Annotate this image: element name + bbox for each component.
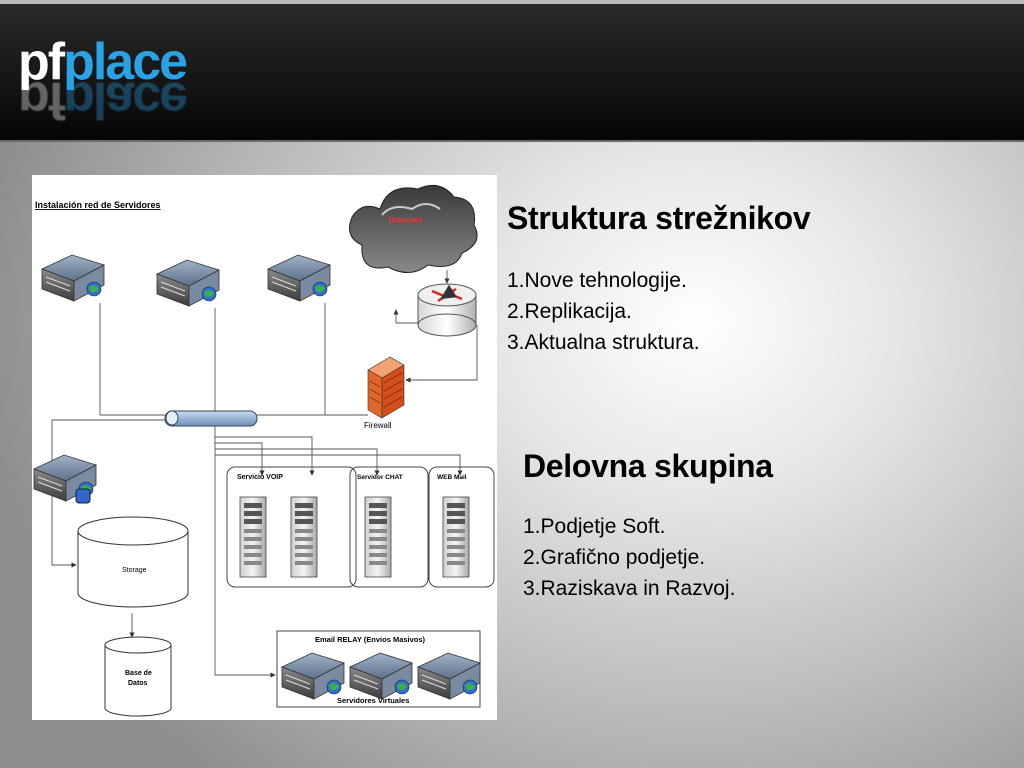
list-item: 1.Podjetje Soft. bbox=[523, 515, 666, 538]
firewall-icon: Firewall bbox=[364, 356, 405, 430]
list-item: 2.Replikacija. bbox=[507, 300, 632, 323]
network-hub-icon bbox=[164, 410, 258, 427]
diagram-title: Instalación red de Servidores bbox=[35, 200, 161, 210]
section-list: 1.Podjetje Soft. 2.Grafično podjetje. 3.… bbox=[523, 511, 773, 604]
section-list: 1.Nove tehnologije. 2.Replikacija. 3.Akt… bbox=[507, 265, 810, 358]
list-item: 3.Raziskava in Razvoj. bbox=[523, 577, 736, 600]
webmail-label: WEB Mail bbox=[437, 474, 467, 481]
router-icon bbox=[417, 284, 477, 337]
header-bar: pfplace pfplace bbox=[0, 0, 1024, 142]
list-item: 3.Aktualna struktura. bbox=[507, 331, 700, 354]
virtual-servers-label: Servidores Virtuales bbox=[337, 696, 409, 705]
voip-label: Servicio VOIP bbox=[237, 474, 283, 481]
section-title: Delovna skupina bbox=[523, 448, 773, 484]
storage-label: Storage bbox=[122, 567, 147, 574]
internet-cloud-icon: Internet bbox=[349, 184, 478, 273]
logo-text: pfplace bbox=[18, 33, 188, 91]
internet-label: Internet bbox=[389, 215, 422, 225]
list-item: 2.Grafično podjetje. bbox=[523, 546, 706, 569]
firewall-label: Firewall bbox=[364, 421, 392, 430]
logo-pf: pf bbox=[18, 33, 65, 91]
server-2-icon bbox=[156, 259, 220, 307]
chat-label: Servidor CHAT bbox=[357, 474, 403, 481]
section-working-group: Delovna skupina 1.Podjetje Soft. 2.Grafi… bbox=[523, 448, 773, 604]
server-3-icon bbox=[267, 254, 331, 302]
database-label-2: Datos bbox=[128, 680, 148, 687]
storage-server-icon bbox=[33, 454, 97, 504]
voip-group: Servicio VOIP bbox=[226, 466, 357, 588]
list-item: 1.Nove tehnologije. bbox=[507, 269, 687, 292]
server-network-diagram: Instalación red de Servidores Internet F… bbox=[32, 175, 497, 720]
storage-cylinder-icon: Storage bbox=[77, 516, 189, 608]
section-server-structure: Struktura strežnikov 1.Nove tehnologije.… bbox=[507, 200, 811, 358]
webmail-group: WEB Mail bbox=[428, 466, 495, 588]
email-relay-label: Email RELAY (Envios Masivos) bbox=[315, 635, 426, 644]
network-links bbox=[51, 270, 478, 678]
database-label-1: Base de bbox=[125, 670, 152, 677]
section-title: Struktura strežnikov bbox=[507, 200, 811, 236]
logo-place: place bbox=[63, 33, 188, 91]
server-1-icon bbox=[41, 254, 105, 302]
chat-group: Servidor CHAT bbox=[349, 466, 429, 588]
email-relay-group: Email RELAY (Envios Masivos) Servidores … bbox=[276, 630, 481, 708]
pfplace-logo: pfplace pfplace bbox=[14, 24, 188, 129]
logo-reflection: pfplace bbox=[18, 71, 187, 129]
database-icon: Base de Datos bbox=[104, 636, 172, 717]
